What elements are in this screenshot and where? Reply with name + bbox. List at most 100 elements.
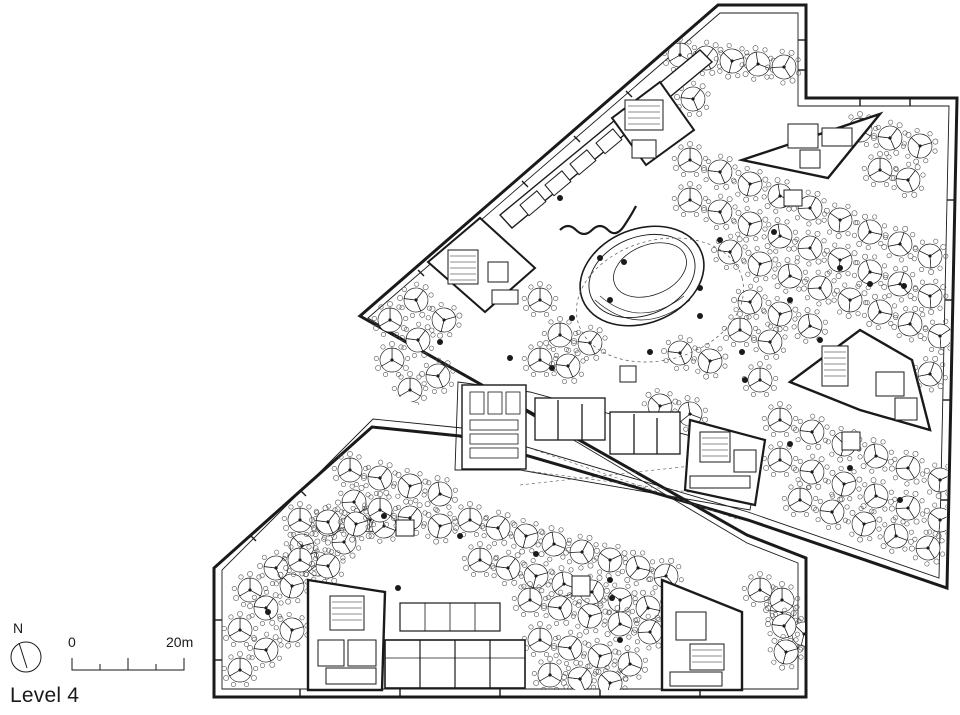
workstation-cluster	[521, 280, 559, 318]
workstation-cluster	[418, 503, 464, 549]
workstation-cluster	[861, 150, 899, 188]
workstation-cluster	[916, 455, 955, 504]
workstation-cluster	[781, 480, 819, 518]
workstation-cluster	[728, 161, 774, 207]
structural-column	[557, 195, 563, 201]
structural-column	[607, 297, 613, 303]
workstation-cluster	[521, 620, 559, 658]
atrium-void-outline	[576, 237, 744, 363]
workstation-cluster	[388, 463, 434, 509]
atrium-elliptical-stair	[579, 225, 705, 327]
structural-column	[607, 577, 613, 583]
workstation-cluster	[541, 315, 579, 353]
service-points	[395, 189, 861, 597]
workstation-cluster	[883, 482, 934, 532]
workstation-cluster	[761, 400, 799, 438]
structural-column	[837, 265, 843, 271]
workstation-cluster	[859, 290, 903, 334]
scale-start-label: 0	[68, 634, 76, 650]
workstation-cluster	[688, 338, 734, 384]
workstation-cluster	[504, 513, 550, 559]
structural-column	[787, 441, 793, 447]
workstation-cluster	[531, 655, 569, 690]
south-meeting-rooms	[384, 602, 526, 689]
core-southeast	[660, 578, 744, 692]
workstation-cluster	[877, 220, 924, 267]
workstation-cluster	[767, 252, 815, 300]
workstation-cluster	[898, 123, 944, 169]
structural-column	[901, 283, 907, 289]
structural-column	[395, 585, 401, 591]
workstation-cluster	[853, 432, 901, 480]
north-arrow-icon	[10, 641, 42, 673]
structural-column	[771, 229, 777, 235]
workstation-cluster	[511, 580, 549, 618]
structural-column	[787, 297, 793, 303]
workstation-cluster	[787, 405, 838, 457]
structural-column	[609, 595, 615, 601]
workstation-cluster	[873, 512, 921, 560]
workstation-cluster	[521, 340, 559, 378]
core-northeast	[737, 111, 884, 180]
workstation-cluster	[787, 302, 835, 350]
structural-column	[457, 533, 463, 539]
structural-column	[897, 497, 903, 503]
structural-column	[817, 337, 823, 343]
structural-column	[265, 609, 271, 615]
workstation-cluster	[221, 610, 259, 648]
structural-column	[697, 285, 703, 291]
workstation-cluster	[461, 540, 499, 578]
structural-column	[697, 313, 703, 319]
scale-bar-icon	[71, 658, 185, 671]
structural-column	[381, 513, 387, 519]
workstation-cluster	[757, 212, 805, 260]
workstation-cluster	[745, 315, 796, 367]
workstation-cluster	[422, 297, 468, 343]
workstation-cluster	[758, 291, 804, 337]
structural-column	[617, 637, 623, 643]
core-southwest	[306, 578, 387, 692]
structural-column	[621, 259, 627, 265]
level-title: Level 4	[10, 684, 80, 707]
workstation-cluster	[849, 210, 893, 254]
workstation-cluster	[883, 442, 934, 492]
workstation-cluster	[221, 650, 259, 688]
workstation-cluster	[671, 180, 709, 218]
structural-column	[647, 349, 653, 355]
structural-column	[867, 281, 873, 287]
workstation-cluster	[738, 241, 784, 287]
workstation-cluster	[373, 340, 411, 378]
structural-column	[437, 339, 443, 345]
north-label: N	[13, 620, 24, 636]
core-east	[787, 328, 932, 432]
structural-column	[507, 355, 513, 361]
structural-column	[739, 349, 745, 355]
structural-column	[717, 237, 723, 243]
core-north	[610, 80, 696, 167]
structural-column	[569, 315, 575, 321]
workstation-cluster	[849, 250, 893, 294]
workstation-cluster	[451, 500, 489, 538]
workstation-cluster	[803, 632, 805, 680]
structural-column	[549, 365, 555, 371]
workstation-cluster	[371, 300, 409, 338]
curtain-wall-mullions	[214, 39, 955, 697]
core-bridge-east	[683, 418, 767, 507]
structural-column	[597, 255, 603, 261]
structural-column	[533, 551, 539, 557]
workstation-cluster	[695, 185, 746, 237]
structural-column	[742, 377, 748, 383]
workstation-cluster	[761, 440, 799, 478]
workstation-cluster	[721, 310, 759, 348]
workstation-cluster	[785, 222, 836, 272]
workstation-cluster	[671, 140, 709, 178]
structural-column	[847, 465, 853, 471]
scale-end-label: 20m	[166, 634, 194, 650]
workstation-cluster	[695, 145, 746, 197]
workstation-cluster	[916, 495, 955, 544]
structural-columns	[265, 195, 907, 643]
feature-wall	[559, 205, 637, 236]
core-west	[426, 216, 537, 314]
workstation-cluster	[417, 470, 465, 518]
